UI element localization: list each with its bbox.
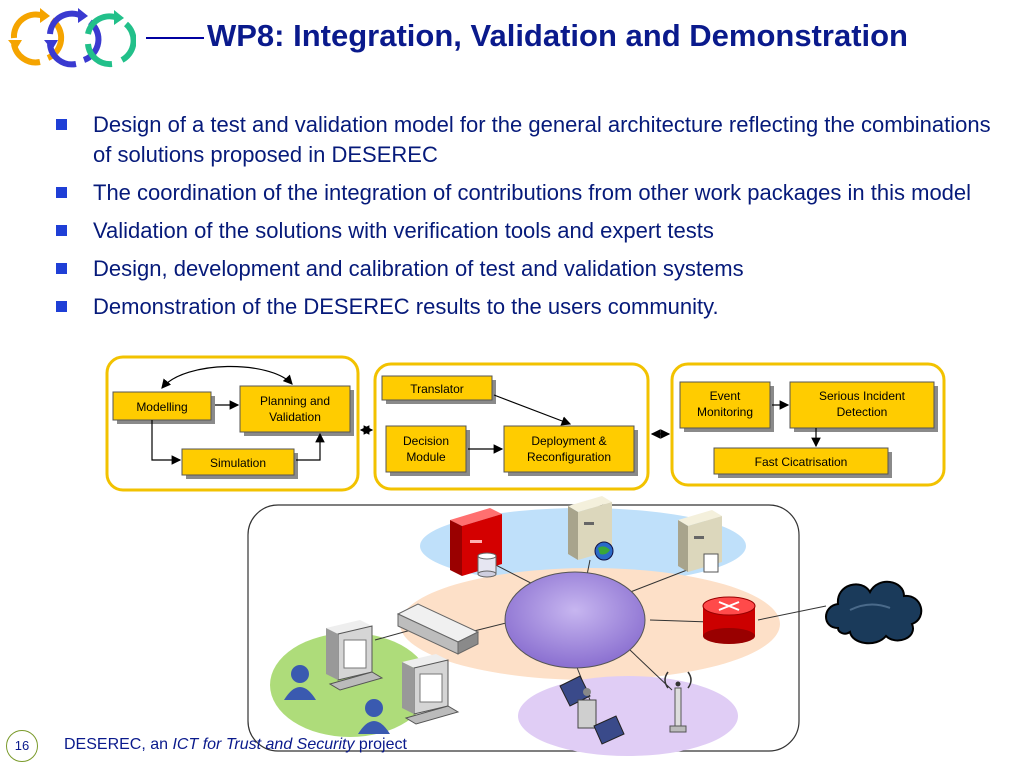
slide-title: WP8: Integration, Validation and Demonst… [207,18,908,53]
footer-caption: DESEREC, an ICT for Trust and Security p… [64,736,407,754]
web-server-icon [568,496,614,561]
planning-validation-box[interactable] [239,385,351,433]
bullet-item: Design of a test and validation model fo… [56,110,1006,170]
satellite-icon [559,675,625,745]
bullet-text: The coordination of the integration of c… [93,180,972,205]
workstation-icon [402,654,460,725]
bullet-text: Design of a test and validation model fo… [93,112,991,167]
modelling-label: Modelling [136,400,187,414]
network-hub [504,571,646,669]
bullet-item: The coordination of the integration of c… [56,178,1006,208]
title-rule [146,37,204,39]
footer-suffix: project [354,736,407,753]
modelling-box[interactable] [112,391,212,421]
bullet-marker [56,119,67,130]
planning-label-line2: Validation [269,410,321,424]
decision-label-line1: Decision [403,434,449,448]
red-server-icon [450,508,502,576]
bullet-marker [56,263,67,274]
bullet-text: Validation of the solutions with verific… [93,218,714,243]
decision-label-line2: Module [406,450,446,464]
simulation-box[interactable] [181,448,295,476]
page-number: 16 [6,730,38,762]
bullet-marker [56,301,67,312]
serious-label-line2: Detection [837,405,888,419]
bullet-text: Design, development and calibration of t… [93,256,744,281]
translator-label: Translator [410,382,464,396]
network-switch-icon [396,603,480,655]
event-label-line2: Monitoring [697,405,753,419]
wireless-antenna-icon [664,671,692,733]
fast-cicatrisation-box[interactable] [713,447,889,475]
serious-incident-box[interactable] [789,381,935,429]
planning-label-line1: Planning and [260,394,330,408]
router-icon [702,596,756,644]
bullet-list: Design of a test and validation model fo… [56,110,1006,330]
internet-cloud-icon [825,581,923,645]
bullet-marker [56,225,67,236]
bullet-text: Demonstration of the DESEREC results to … [93,294,719,319]
simulation-label: Simulation [210,456,266,470]
workstation-icon [326,620,384,691]
deployment-label-line2: Reconfiguration [527,450,611,464]
event-label-line1: Event [710,389,741,403]
deployment-label-line1: Deployment & [531,434,606,448]
three-circular-arrows-logo [8,8,136,68]
deployment-box[interactable] [503,425,635,473]
fast-cicatrisation-label: Fast Cicatrisation [755,455,848,469]
footer-prefix: DESEREC, an [64,736,173,753]
footer-program: ICT for Trust and Security [172,736,355,753]
database-icon [477,552,497,578]
event-monitoring-box[interactable] [679,381,771,429]
bullet-item: Validation of the solutions with verific… [56,216,1006,246]
decision-module-box[interactable] [385,425,467,473]
bullet-marker [56,187,67,198]
serious-label-line1: Serious Incident [819,389,906,403]
translator-box[interactable] [381,375,493,401]
user-icon [358,699,390,734]
bullet-item: Design, development and calibration of t… [56,254,1006,284]
file-server-icon [678,510,722,573]
user-icon [284,665,316,700]
bullet-item: Demonstration of the DESEREC results to … [56,292,1006,322]
wireless-zone [518,676,738,756]
